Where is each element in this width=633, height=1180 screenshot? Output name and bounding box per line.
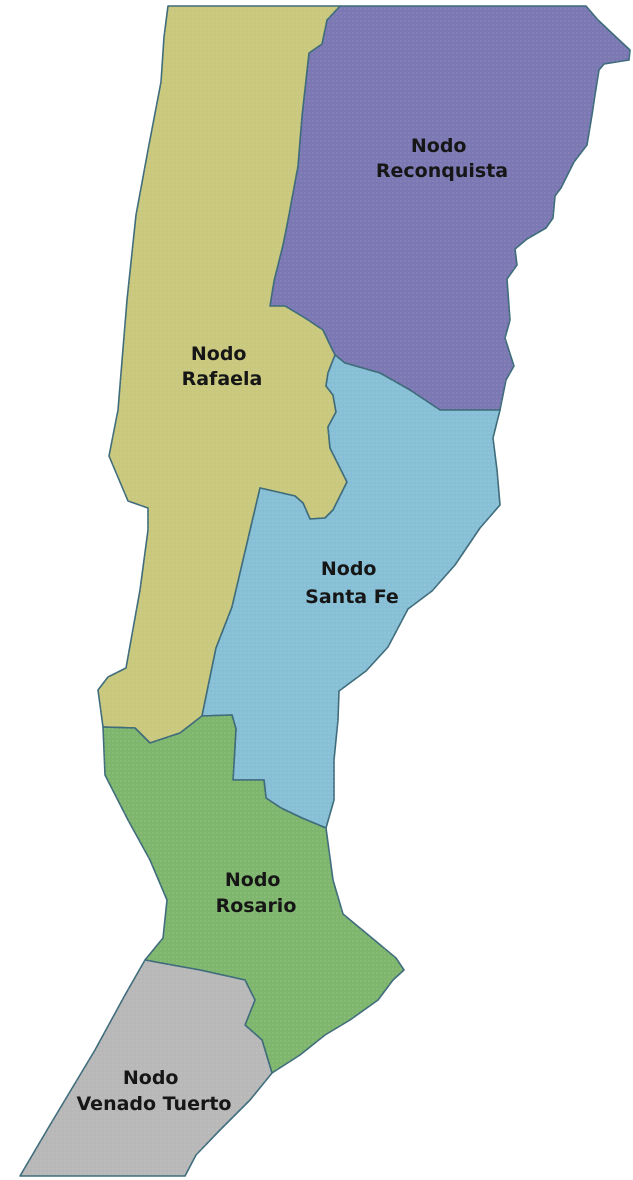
region-label-venado-tuerto: Nodo Venado Tuerto (77, 1067, 232, 1115)
region-label-line: Nodo (123, 1067, 179, 1089)
region-rafaela-texture (98, 6, 347, 743)
region-label-line: Rosario (216, 895, 297, 917)
region-label-line: Nodo (225, 869, 281, 891)
region-reconquista-texture (270, 6, 630, 410)
region-venado-tuerto[interactable] (19, 959, 273, 1177)
region-label-line: Reconquista (376, 160, 508, 182)
region-label-rafaela: Nodo Rafaela (182, 343, 263, 390)
region-label-line: Rafaela (182, 368, 263, 390)
region-label-rosario: Nodo Rosario (216, 869, 297, 917)
region-rafaela[interactable] (97, 5, 348, 744)
region-label-santa-fe: Nodo Santa Fe (305, 558, 399, 608)
region-label-line: Santa Fe (305, 586, 399, 608)
region-label-line: Venado Tuerto (77, 1093, 232, 1115)
region-label-line: Nodo (411, 135, 467, 157)
region-venado-tuerto-texture (20, 960, 272, 1176)
region-label-line: Nodo (321, 558, 377, 580)
region-label-line: Nodo (191, 343, 247, 365)
region-label-reconquista: Nodo Reconquista (376, 135, 508, 182)
region-rosario-texture (103, 715, 404, 1073)
region-santa-fe-texture (202, 355, 500, 828)
